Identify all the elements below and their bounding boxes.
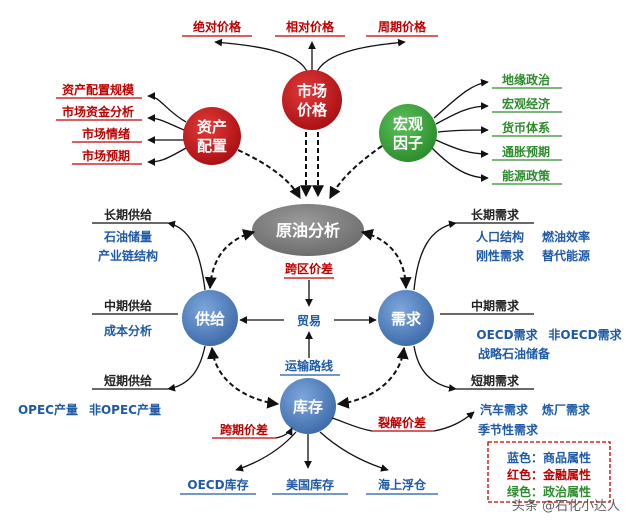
inventory-group: 库存 跨期价差 裂解价差 OECD库存 美国库存 海上浮仓 <box>180 378 475 495</box>
supply-mid-term-item: 成本分析 <box>104 323 152 338</box>
demand-node-label: 需求 <box>391 310 422 328</box>
legend-red: 红色：金融属性 <box>507 467 591 482</box>
asset-allocation-node-label: 资产 <box>197 118 227 136</box>
demand-group: 长期需求 人口结构 燃油效率 刚性需求 替代能源 中期需求 OECD需求 非OE… <box>378 207 623 437</box>
macro-factors-group: 地缘政治 宏观经济 货币体系 通胀预期 能源政策 宏观 因子 <box>379 72 562 185</box>
market-price-item-absolute: 绝对价格 <box>193 19 242 34</box>
asset-allocation-item: 资产配置规模 <box>62 82 135 97</box>
supply-node-label: 供给 <box>194 310 225 328</box>
market-price-node-label: 市场 <box>297 82 327 100</box>
macro-factor-item: 货币体系 <box>502 120 550 135</box>
market-price-node-label: 价格 <box>297 101 328 119</box>
inventory-node <box>280 378 336 434</box>
center-to-supply-demand-links <box>204 228 412 290</box>
market-price-group: 绝对价格 相对价格 周期价格 市场 价格 <box>182 19 438 130</box>
connector <box>214 38 309 75</box>
demand-mid-term-title: 中期需求 <box>471 298 520 313</box>
demand-long-term-item: 替代能源 <box>542 248 590 263</box>
market-price-item-cyclical: 周期价格 <box>378 19 427 34</box>
demand-long-term-item: 燃油效率 <box>542 229 590 244</box>
supply-long-term-item: 产业链结构 <box>98 248 158 263</box>
supply-short-term-item: 非OPEC产量 <box>89 402 161 417</box>
macro-factors-node-label: 宏观 <box>393 115 423 133</box>
supply-short-term-title: 短期供给 <box>104 373 152 388</box>
demand-short-term-item: 季节性需求 <box>477 422 539 437</box>
supply-node <box>182 290 238 346</box>
supply-group: 长期供给 石油储量 产业链结构 中期供给 成本分析 短期供给 OPEC产量 非O… <box>18 207 238 417</box>
center-node-label: 原油分析 <box>276 221 340 240</box>
asset-allocation-item: 市场资金分析 <box>62 104 134 119</box>
demand-short-term-item: 炼厂需求 <box>542 402 591 417</box>
center-inbound-links <box>237 132 383 200</box>
crack-spread-label: 裂解价差 <box>377 415 426 430</box>
demand-mid-term-item: 非OECD需求 <box>548 327 622 342</box>
inventory-item: 美国库存 <box>286 477 334 492</box>
supply-short-term-item: OPEC产量 <box>18 402 78 417</box>
asset-allocation-item: 市场预期 <box>82 148 130 163</box>
demand-mid-term-item: 战略石油储备 <box>478 346 551 361</box>
demand-short-term-title: 短期需求 <box>471 373 520 388</box>
demand-long-term-item: 人口结构 <box>476 229 524 244</box>
macro-factor-item: 能源政策 <box>502 168 551 183</box>
inventory-item: 海上浮仓 <box>378 477 427 492</box>
trade-label: 贸易 <box>297 313 321 328</box>
market-price-item-relative: 相对价格 <box>286 19 335 34</box>
macro-factor-item: 通胀预期 <box>502 144 550 159</box>
connector <box>315 38 406 75</box>
legend-blue: 蓝色：商品属性 <box>507 450 591 465</box>
macro-factors-node-label: 因子 <box>393 134 423 152</box>
legend-green: 绿色：政治属性 <box>507 484 591 499</box>
demand-long-term-title: 长期需求 <box>471 207 520 222</box>
watermark: 头条 @石化小达人 <box>512 498 620 514</box>
cross-period-spread-label: 跨期价差 <box>220 422 268 437</box>
asset-allocation-group: 资产配置规模 市场资金分析 市场情绪 市场预期 资产 配置 <box>56 82 241 166</box>
cross-region-spread-label: 跨区价差 <box>285 261 333 276</box>
inventory-node-label: 库存 <box>293 398 323 416</box>
supply-mid-term-title: 中期供给 <box>104 298 152 313</box>
demand-node <box>378 290 434 346</box>
supply-long-term-title: 长期供给 <box>104 207 152 222</box>
asset-allocation-node-label: 配置 <box>197 137 227 155</box>
demand-long-term-item: 刚性需求 <box>476 248 525 263</box>
supply-long-term-item: 石油储量 <box>103 229 152 244</box>
macro-factor-item: 宏观经济 <box>502 96 551 111</box>
asset-allocation-node <box>183 107 241 165</box>
macro-factor-item: 地缘政治 <box>502 72 550 87</box>
inventory-links <box>207 346 409 409</box>
demand-mid-term-item: OECD需求 <box>476 327 538 342</box>
demand-short-term-item: 汽车需求 <box>480 402 529 417</box>
market-price-node <box>282 70 342 130</box>
trade-links: 跨区价差 贸易 运输路线 <box>239 261 377 376</box>
transport-route-label: 运输路线 <box>285 358 333 373</box>
asset-allocation-item: 市场情绪 <box>82 126 130 141</box>
center-node <box>252 204 364 256</box>
inventory-item: OECD库存 <box>187 477 248 492</box>
legend: 蓝色：商品属性 红色：金融属性 绿色：政治属性 <box>487 441 611 503</box>
macro-factors-node <box>379 104 437 162</box>
